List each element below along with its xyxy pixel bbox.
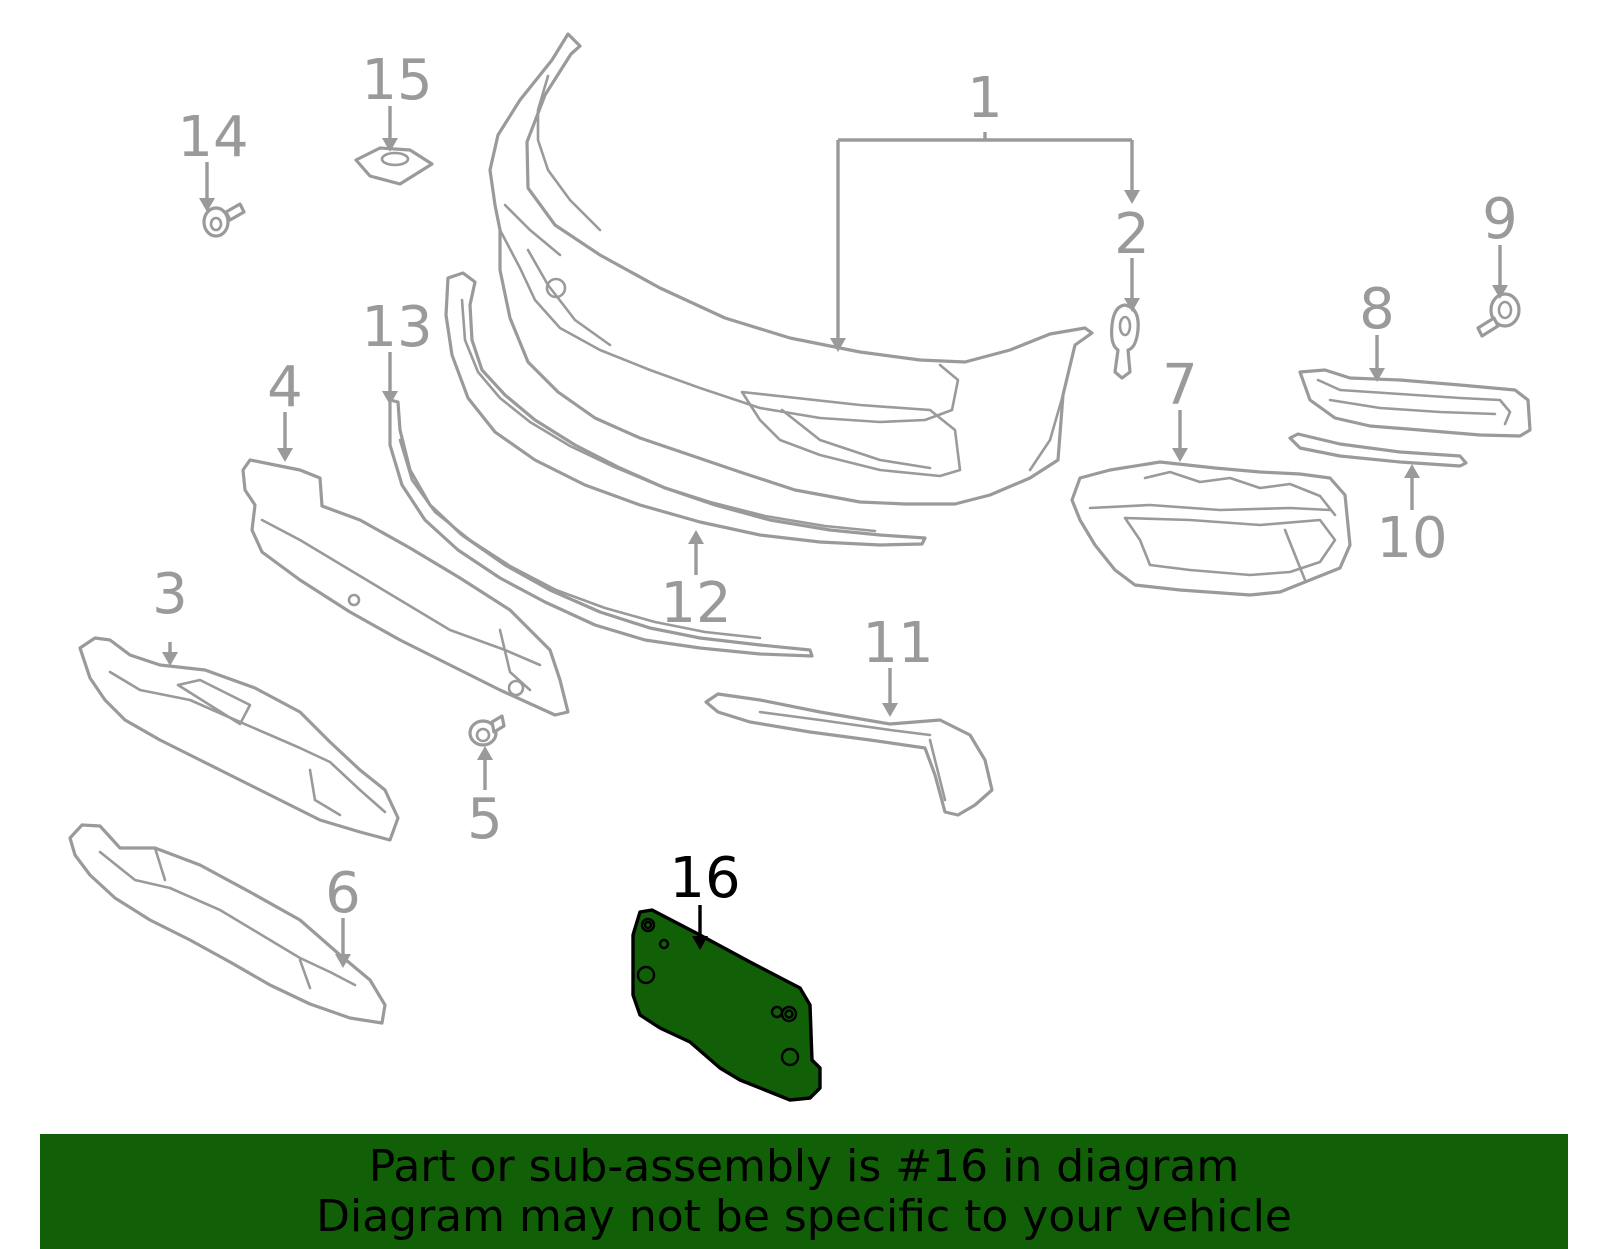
callout-1: 1: [967, 66, 1003, 131]
callout-7: 7: [1162, 353, 1198, 418]
part-16-license-bracket-highlight[interactable]: [631, 908, 822, 1102]
callout-4: 4: [267, 355, 303, 420]
callout-8: 8: [1359, 277, 1395, 342]
part-11-side-trim[interactable]: [704, 692, 994, 817]
callout-6: 6: [325, 861, 361, 926]
callout-10: 10: [1376, 506, 1447, 571]
part-3-absorber[interactable]: [78, 636, 400, 842]
callout-11: 11: [862, 611, 933, 676]
part-5-push-pin[interactable]: [468, 714, 506, 747]
part-4-reinforcement[interactable]: [241, 458, 570, 717]
callout-16: 16: [669, 846, 740, 911]
banner-line-2: Diagram may not be specific to your vehi…: [316, 1190, 1292, 1242]
callout-labels: 1 2 3 4 5 6 7 8 9 10 11 12 13 14 15 16: [152, 48, 1518, 926]
part-2-clip[interactable]: [1110, 303, 1140, 380]
part-9-screw[interactable]: [1476, 292, 1521, 338]
callout-15: 15: [361, 48, 432, 113]
banner-line-1: Part or sub-assembly is #16 in diagram: [368, 1140, 1240, 1192]
leader-lines: [162, 106, 1508, 968]
part-15-nut[interactable]: [354, 146, 434, 186]
callout-12: 12: [660, 571, 731, 636]
callout-3: 3: [152, 562, 188, 627]
part-8-trim[interactable]: [1298, 368, 1532, 438]
info-banner: Part or sub-assembly is #16 in diagram D…: [40, 1134, 1568, 1249]
callout-2: 2: [1114, 202, 1150, 267]
part-10-strip[interactable]: [1288, 432, 1468, 468]
part-14-push-pin[interactable]: [202, 202, 246, 238]
part-6-lower-absorber[interactable]: [68, 823, 387, 1025]
part-13-long-strip[interactable]: [388, 398, 814, 658]
part-1-bumper-cover[interactable]: [488, 32, 1094, 506]
callout-9: 9: [1482, 187, 1518, 252]
part-12-lower-strip[interactable]: [444, 271, 927, 547]
part-7-fog-lamp-bezel[interactable]: [1070, 460, 1352, 597]
callout-5: 5: [467, 787, 503, 852]
callout-13: 13: [361, 295, 432, 360]
callout-14: 14: [177, 105, 248, 170]
